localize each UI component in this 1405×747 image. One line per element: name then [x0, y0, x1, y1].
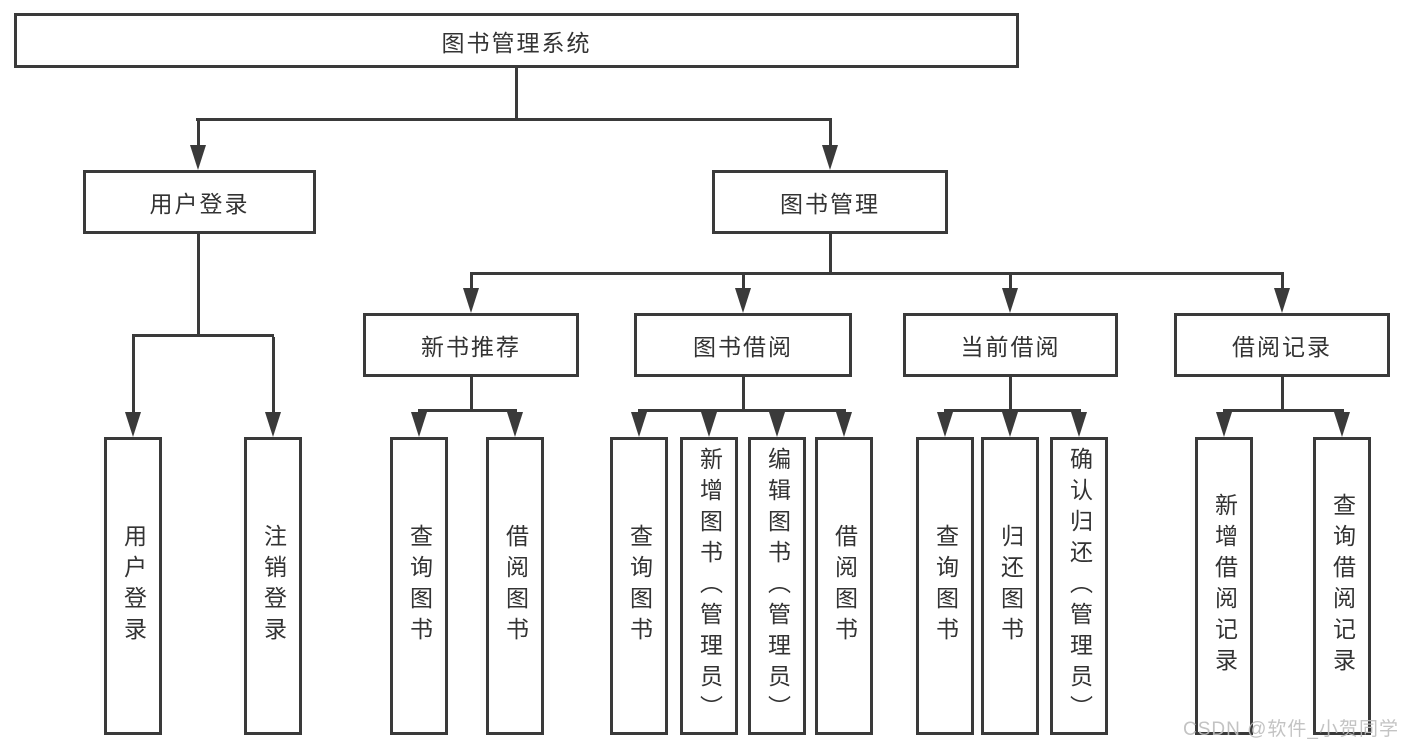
- connector-current-stem: [1009, 377, 1012, 409]
- connector-userlogin-stem: [197, 234, 200, 334]
- connector-drop: [132, 337, 135, 412]
- arrowhead-down-icon: [1334, 412, 1350, 437]
- leaf-add-borrowing-record: 新增借阅记录: [1195, 437, 1253, 735]
- arrowhead-down-icon: [1216, 412, 1232, 437]
- connector-root-stem: [515, 68, 518, 118]
- node-label: 当前借阅: [960, 334, 1061, 360]
- connector-borrowing-hbar: [638, 409, 846, 412]
- leaf-edit-books-admin: 编辑图书（管理员）: [748, 437, 806, 735]
- connector-records-hbar: [1223, 409, 1344, 412]
- arrowhead-down-icon: [411, 412, 427, 437]
- leaf-query-books-borrowing: 查询图书: [610, 437, 668, 735]
- connector-drop: [470, 275, 473, 288]
- connector-bookmgmt-hbar: [470, 272, 1284, 275]
- arrowhead-down-icon: [1071, 412, 1087, 437]
- leaf-logout-login: 注销登录: [244, 437, 302, 735]
- node-label: 用户登录: [120, 524, 147, 648]
- connector-drop: [742, 275, 745, 288]
- connector-drop: [272, 337, 275, 412]
- connector-drop: [197, 121, 200, 145]
- node-label: 查询图书: [932, 524, 959, 648]
- node-label: 借阅记录: [1232, 334, 1332, 360]
- leaf-query-books-current: 查询图书: [916, 437, 974, 735]
- arrowhead-down-icon: [822, 145, 838, 170]
- node-label: 查询图书: [626, 524, 653, 648]
- node-label: 查询图书: [406, 524, 433, 648]
- node-label: 借阅图书: [502, 524, 529, 648]
- node-borrowing-records: 借阅记录: [1174, 313, 1390, 377]
- arrowhead-down-icon: [735, 288, 751, 313]
- connector-root-hbar: [196, 118, 832, 121]
- arrowhead-down-icon: [1002, 288, 1018, 313]
- connector-newbooks-hbar: [418, 409, 517, 412]
- node-label: 新书推荐: [421, 334, 521, 360]
- connector-drop: [1281, 275, 1284, 288]
- csdn-watermark: CSDN @软件_小贺同学: [1183, 719, 1399, 740]
- connector-bookmgmt-stem: [829, 234, 832, 272]
- leaf-return-books: 归还图书: [981, 437, 1039, 735]
- node-label: 归还图书: [997, 524, 1024, 648]
- node-book-borrowing: 图书借阅: [634, 313, 852, 377]
- connector-newbooks-stem: [470, 377, 473, 409]
- arrowhead-down-icon: [836, 412, 852, 437]
- leaf-query-books-newbooks: 查询图书: [390, 437, 448, 735]
- node-label: 图书借阅: [693, 334, 793, 360]
- connector-borrowing-stem: [742, 377, 745, 409]
- arrowhead-down-icon: [463, 288, 479, 313]
- arrowhead-down-icon: [507, 412, 523, 437]
- arrowhead-down-icon: [937, 412, 953, 437]
- arrowhead-down-icon: [1274, 288, 1290, 313]
- connector-records-stem: [1281, 377, 1284, 409]
- node-label: 新增图书（管理员）: [696, 446, 723, 726]
- node-label: 图书管理系统: [441, 29, 592, 56]
- node-label: 编辑图书（管理员）: [764, 446, 791, 726]
- arrowhead-down-icon: [190, 145, 206, 170]
- leaf-add-books-admin: 新增图书（管理员）: [680, 437, 738, 735]
- connector-drop: [829, 121, 832, 145]
- node-new-book-recommendation: 新书推荐: [363, 313, 579, 377]
- node-label: 图书管理: [780, 191, 880, 217]
- connector-userlogin-hbar: [132, 334, 274, 337]
- leaf-borrow-books-newbooks: 借阅图书: [486, 437, 544, 735]
- leaf-confirm-return-admin: 确认归还（管理员）: [1050, 437, 1108, 735]
- node-label: 注销登录: [260, 524, 287, 648]
- arrowhead-down-icon: [265, 412, 281, 437]
- leaf-user-login: 用户登录: [104, 437, 162, 735]
- node-user-login: 用户登录: [83, 170, 316, 234]
- node-label: 确认归还（管理员）: [1066, 446, 1093, 726]
- connector-drop: [1009, 275, 1012, 288]
- arrowhead-down-icon: [125, 412, 141, 437]
- node-label: 用户登录: [149, 191, 250, 217]
- node-label: 新增借阅记录: [1211, 493, 1238, 679]
- leaf-query-borrowing-record: 查询借阅记录: [1313, 437, 1371, 735]
- arrowhead-down-icon: [769, 412, 785, 437]
- node-current-borrowing: 当前借阅: [903, 313, 1118, 377]
- arrowhead-down-icon: [1002, 412, 1018, 437]
- connector-current-hbar: [944, 409, 1081, 412]
- node-library-management-system: 图书管理系统: [14, 13, 1019, 68]
- node-book-management: 图书管理: [712, 170, 948, 234]
- node-label: 借阅图书: [831, 524, 858, 648]
- arrowhead-down-icon: [701, 412, 717, 437]
- arrowhead-down-icon: [631, 412, 647, 437]
- leaf-borrow-books: 借阅图书: [815, 437, 873, 735]
- node-label: 查询借阅记录: [1329, 493, 1356, 679]
